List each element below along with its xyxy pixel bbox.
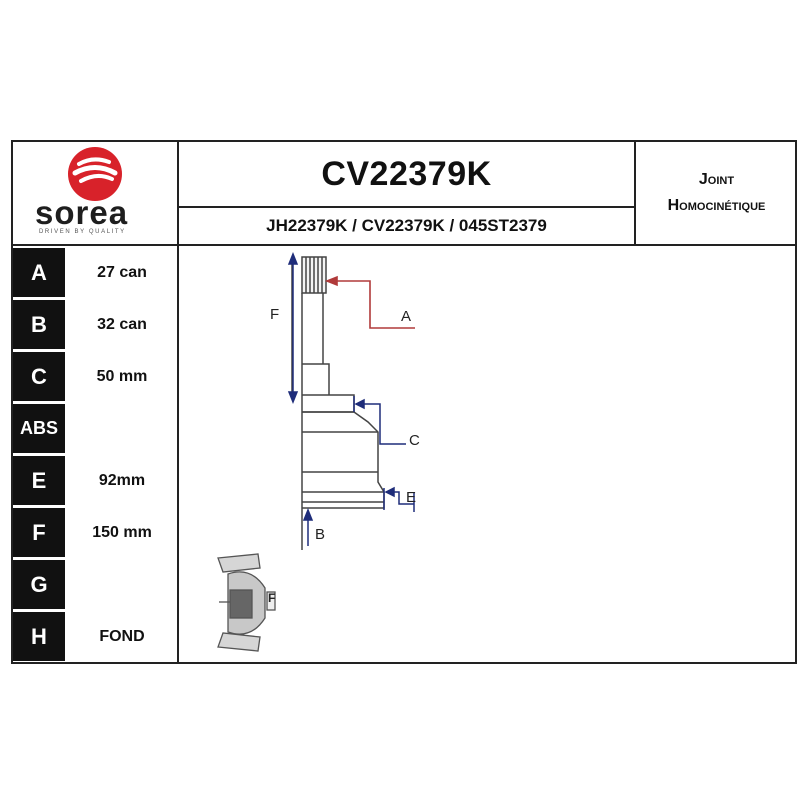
- spec-column-divider: [177, 142, 179, 664]
- spec-row-h: H FOND: [13, 612, 179, 661]
- spec-value: 150 mm: [92, 523, 152, 541]
- fitting-thumbnail: [217, 553, 276, 652]
- spec-row-f: F 150 mm: [13, 508, 179, 557]
- label-e: E: [406, 489, 417, 506]
- part-number: CV22379K: [321, 154, 492, 193]
- header-divider: [13, 244, 797, 246]
- spec-row-c: C 50 mm: [13, 352, 179, 401]
- spec-key: B: [13, 300, 65, 349]
- brand-name: sorea: [35, 194, 129, 231]
- spec-value: 50 mm: [96, 367, 148, 385]
- spec-sheet: sorea DRIVEN BY QUALITY CV22379K JH22379…: [11, 140, 797, 664]
- spec-key: H: [13, 612, 65, 661]
- spec-key: ABS: [13, 404, 65, 453]
- part-type-line2: Homocinétique: [667, 197, 766, 214]
- sorea-emblem-icon: [68, 147, 122, 201]
- title-divider: [179, 206, 634, 208]
- spec-value: 27 can: [97, 263, 147, 281]
- part-type: Joint Homocinétique: [636, 142, 797, 244]
- spec-row-abs: ABS: [13, 404, 179, 453]
- type-column-divider: [634, 142, 636, 244]
- spec-key: G: [13, 560, 65, 609]
- spec-row-e: E 92mm: [13, 456, 179, 505]
- spec-value: 32 can: [97, 315, 147, 333]
- spec-value: FOND: [99, 627, 145, 645]
- spec-row-a: A 27 can: [13, 248, 179, 297]
- spec-row-b: B 32 can: [13, 300, 179, 349]
- spec-key: E: [13, 456, 65, 505]
- label-f: F: [270, 306, 280, 323]
- spec-key: F: [13, 508, 65, 557]
- label-a: A: [401, 308, 412, 325]
- spec-value: 92mm: [98, 471, 146, 489]
- spec-key: C: [13, 352, 65, 401]
- cv-joint-diagram: [217, 251, 415, 652]
- spec-key: A: [13, 248, 65, 297]
- spec-row-g: G: [13, 560, 179, 609]
- part-type-line1: Joint: [698, 171, 735, 188]
- label-fit-f: F: [268, 591, 276, 605]
- brand-logo: sorea DRIVEN BY QUALITY: [13, 142, 178, 244]
- reference-numbers: JH22379K / CV22379K / 045ST2379: [266, 216, 547, 235]
- brand-tagline: DRIVEN BY QUALITY: [39, 229, 126, 235]
- label-c: C: [409, 432, 420, 449]
- label-b: B: [315, 526, 326, 543]
